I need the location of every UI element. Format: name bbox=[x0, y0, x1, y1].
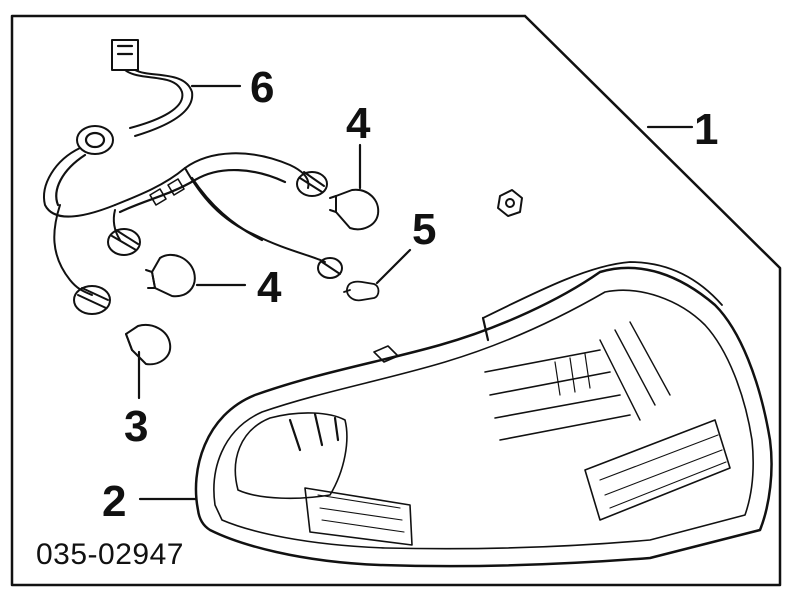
part-number: 035-02947 bbox=[36, 538, 184, 571]
callout-4-upper: 4 bbox=[346, 99, 371, 148]
callout-4-lower: 4 bbox=[257, 263, 282, 312]
wedge-bulb-5 bbox=[343, 280, 380, 302]
tail-lamp-assembly bbox=[194, 261, 773, 568]
leader-line-5 bbox=[375, 248, 412, 285]
callout-6: 6 bbox=[250, 63, 275, 112]
bulb-3 bbox=[125, 324, 172, 366]
bulb-4-lower bbox=[145, 253, 196, 298]
retaining-nut bbox=[497, 189, 523, 217]
callout-1: 1 bbox=[694, 105, 719, 154]
wiring-harness bbox=[43, 39, 343, 315]
callout-3: 3 bbox=[124, 402, 149, 451]
assembly-frame bbox=[10, 14, 782, 587]
bulb-4-upper bbox=[329, 188, 380, 231]
callout-2: 2 bbox=[102, 477, 127, 526]
callout-5: 5 bbox=[412, 205, 437, 254]
